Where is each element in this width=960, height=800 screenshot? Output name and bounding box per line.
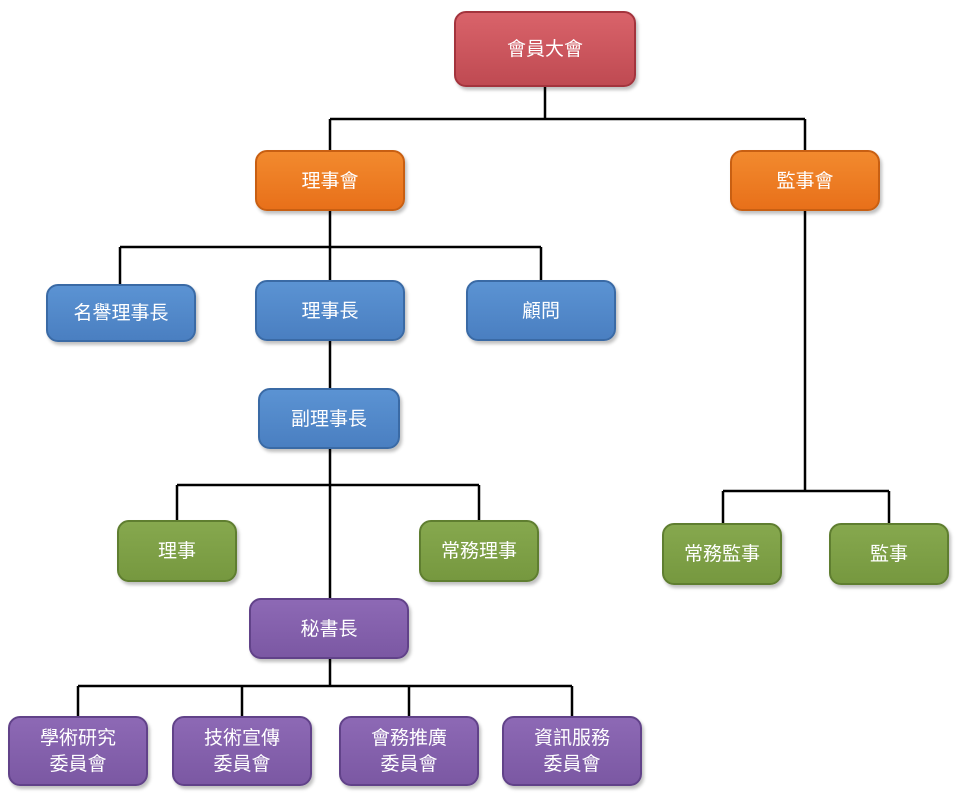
node-label: 監事會 [776, 169, 834, 192]
node-secretary-general: 秘書長 [249, 598, 409, 659]
node-general-assembly: 會員大會 [454, 11, 636, 87]
node-director: 理事 [117, 520, 237, 582]
node-chairman: 理事長 [255, 280, 405, 341]
node-executive-director: 常務理事 [419, 520, 539, 582]
node-label: 監事 [869, 543, 908, 565]
node-committee-membership-promotion: 會務推廣 委員會 [339, 716, 479, 786]
node-advisor: 顧問 [466, 280, 616, 341]
node-label-line1: 技術宣傳 [203, 727, 280, 749]
node-label-line2: 委員會 [213, 753, 271, 775]
node-label: 副理事長 [290, 407, 367, 430]
node-label-line2: 委員會 [380, 753, 438, 775]
node-label: 理事長 [301, 299, 359, 322]
node-label-line1: 學術研究 [39, 727, 116, 749]
node-label: 秘書長 [300, 617, 358, 640]
node-board-of-directors: 理事會 [255, 150, 405, 211]
node-label-line1: 會務推廣 [370, 727, 447, 749]
node-board-of-supervisors: 監事會 [730, 150, 880, 211]
node-supervisor: 監事 [829, 523, 949, 585]
node-label: 會員大會 [506, 38, 583, 60]
node-honorary-chairman: 名譽理事長 [46, 284, 196, 342]
node-committee-technical-promotion: 技術宣傳 委員會 [172, 716, 312, 786]
node-label: 理事 [157, 540, 196, 562]
node-committee-information-services: 資訊服務 委員會 [502, 716, 642, 786]
node-label: 常務理事 [440, 540, 517, 562]
node-label: 名譽理事長 [73, 302, 169, 324]
node-label: 常務監事 [683, 543, 760, 565]
node-executive-supervisor: 常務監事 [662, 523, 782, 585]
node-vice-chairman: 副理事長 [258, 388, 400, 449]
node-label-line2: 委員會 [543, 753, 601, 775]
node-label: 理事會 [301, 169, 359, 192]
node-label: 顧問 [521, 299, 560, 322]
node-label-line2: 委員會 [49, 753, 107, 775]
node-committee-academic-research: 學術研究 委員會 [8, 716, 148, 786]
node-label-line1: 資訊服務 [533, 727, 610, 749]
